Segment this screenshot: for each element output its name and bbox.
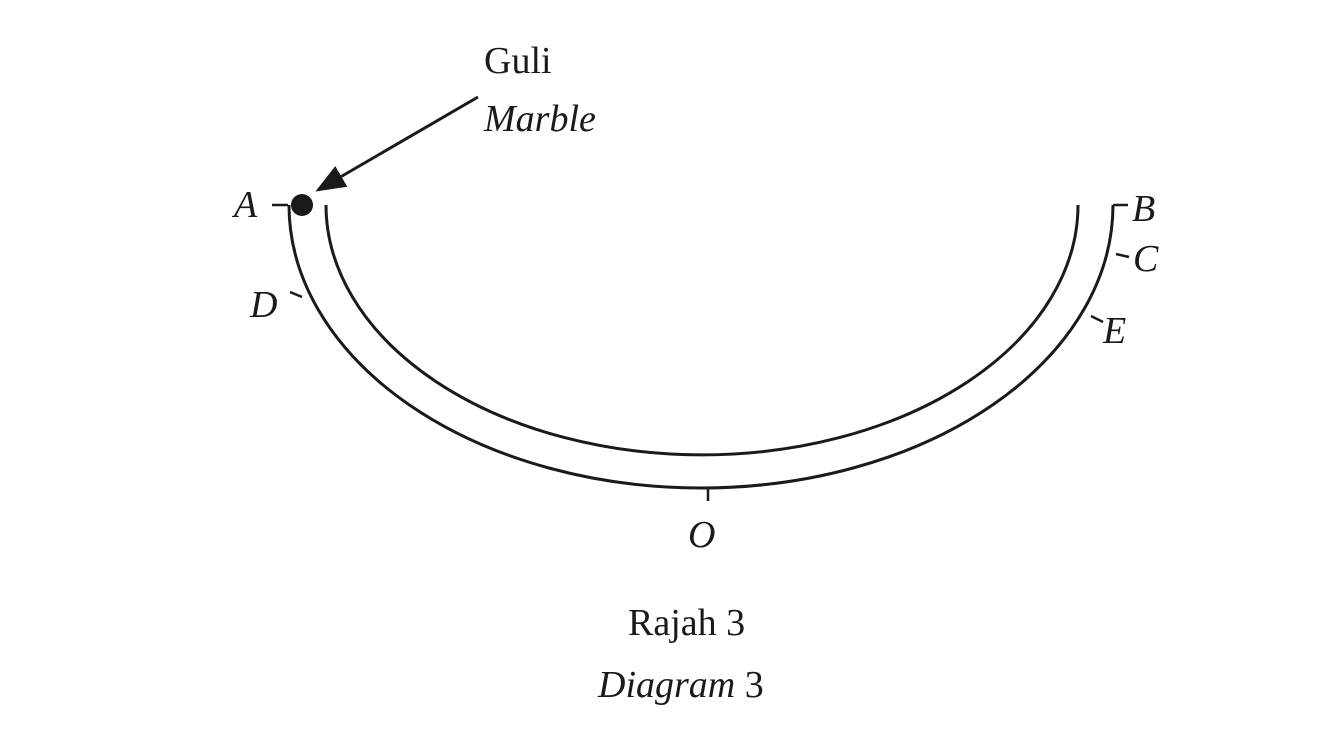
point-a-label: A xyxy=(234,184,258,226)
caption-number: 3 xyxy=(744,664,764,706)
point-o-label: O xyxy=(688,514,716,556)
track-outer-edge xyxy=(287,204,1115,490)
tick-e xyxy=(1090,314,1104,324)
tick-d xyxy=(289,290,303,299)
caption-english-word: Diagram xyxy=(598,664,736,706)
point-d-label: D xyxy=(250,284,278,326)
marble-label-english: Marble xyxy=(484,98,596,140)
caption-malay: Rajah 3 xyxy=(628,602,746,644)
tick-c xyxy=(1115,252,1130,259)
marble-label-malay: Guli xyxy=(484,40,552,82)
point-c-label: C xyxy=(1133,238,1159,280)
marble-arrow xyxy=(315,95,479,192)
caption-english: Diagram 3 xyxy=(598,666,764,704)
point-e-label: E xyxy=(1103,310,1127,352)
point-b-label: B xyxy=(1132,188,1156,230)
marble xyxy=(291,194,313,216)
track-inner-edge xyxy=(324,204,1080,457)
